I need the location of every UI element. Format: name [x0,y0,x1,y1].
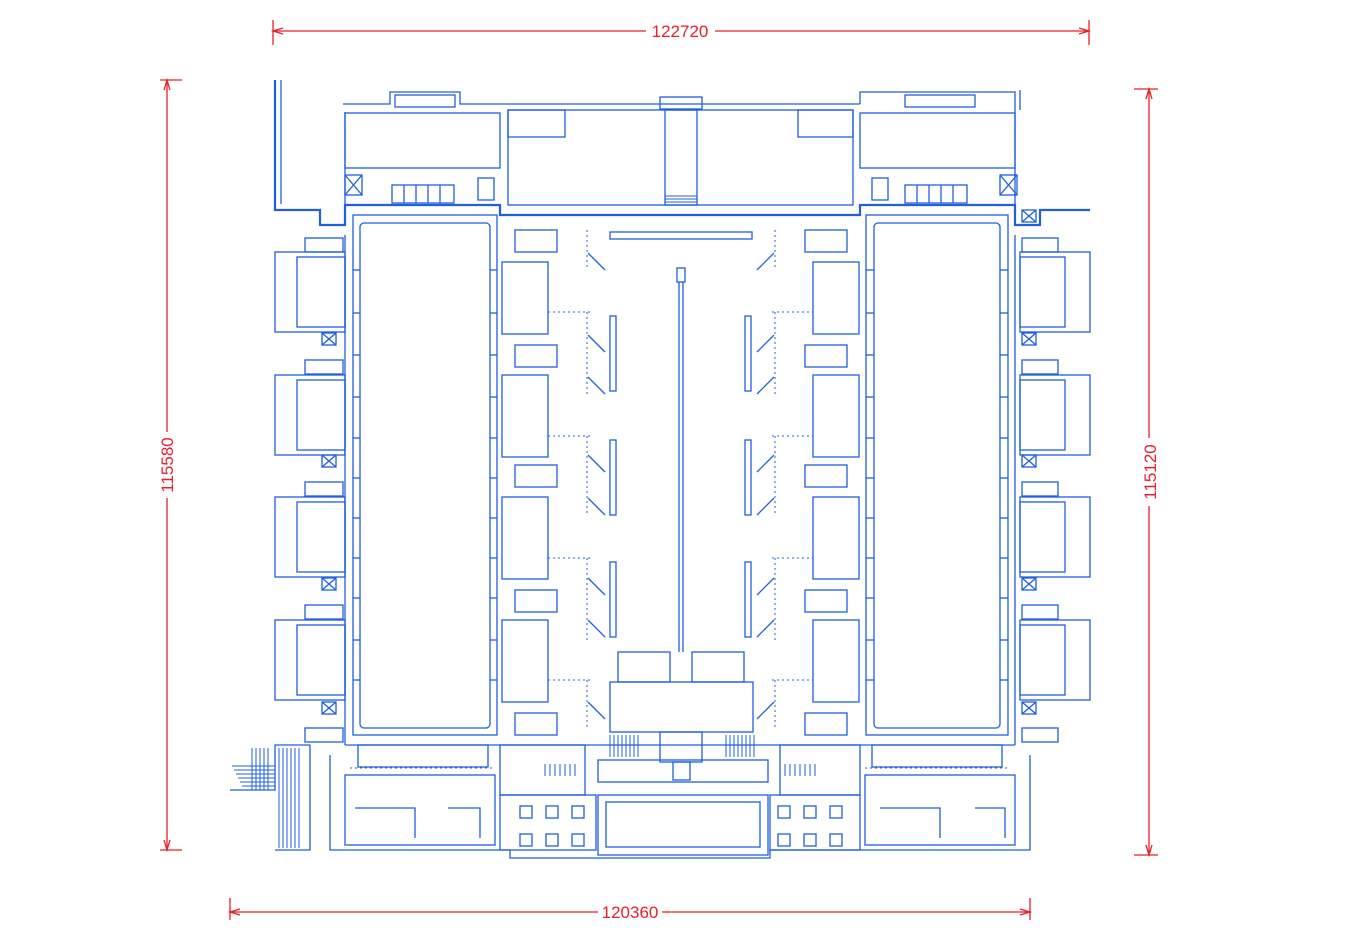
top-band [344,94,1037,240]
right-side-rooms [1014,235,1091,745]
dimension-left: 115580 [158,77,182,853]
dimension-bottom-label: 120360 [602,903,659,922]
right-hall [865,214,1009,736]
inner-right-rooms [744,229,860,736]
dimension-right: 115120 [1134,86,1160,858]
outer-walls [273,80,1090,859]
external-staircase [230,744,311,851]
dimension-right-label: 115120 [1141,444,1160,499]
left-side-rooms [274,235,346,745]
stair-hatching [544,735,816,776]
inner-left-rooms [501,229,617,736]
bottom-wings [344,744,1016,856]
central-spine [597,267,769,783]
dimension-bottom: 120360 [227,898,1033,922]
dimension-top: 122720 [270,20,1092,45]
floor-plan [230,80,1091,859]
left-hall [352,214,498,736]
dimension-top-label: 122720 [652,22,709,41]
top-stair [665,195,697,203]
dimension-left-label: 115580 [158,437,177,492]
